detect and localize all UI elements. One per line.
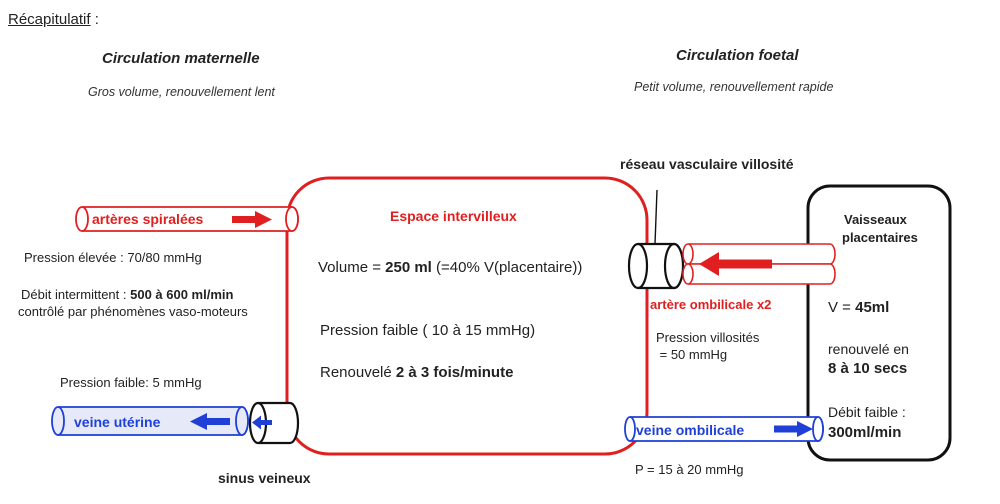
villous-network-label: réseau vasculaire villosité xyxy=(620,156,794,172)
villous-network-cylinder xyxy=(627,242,685,290)
spiral-arteries-pipe xyxy=(75,206,299,232)
vessels-flow-line1: Débit faible : xyxy=(828,404,906,420)
umbilical-artery-label: artère ombilicale x2 xyxy=(650,297,772,312)
umbilical-artery-pipe-bottom xyxy=(682,263,836,285)
venous-sinus-label: sinus veineux xyxy=(218,470,311,486)
vessels-renewal-line2: 8 à 10 secs xyxy=(828,360,908,377)
villi-pressure-line2: = 50 mmHg xyxy=(656,347,728,362)
vessels-renewal-line1: renouvelé en xyxy=(828,341,909,357)
intervillous-space-box xyxy=(285,176,649,456)
vessels-flow-line2: 300ml/min xyxy=(828,424,902,441)
umbilical-vein-arrow xyxy=(774,421,813,437)
umbilical-vein-pipe xyxy=(624,416,824,442)
umbilical-vein-pressure: P = 15 à 20 mmHg xyxy=(635,462,744,477)
umbilical-vein-label: veine ombilicale xyxy=(636,422,745,438)
spiral-arteries-arrow xyxy=(232,211,272,228)
maternal-heading: Circulation maternelle xyxy=(102,50,260,67)
maternal-pressure-high: Pression élevée : 70/80 mmHg xyxy=(24,250,202,265)
intervillous-volume: Volume = 250 ml (=40% V(placentaire)) xyxy=(318,259,583,276)
vessels-volume: V = 45ml xyxy=(828,299,890,316)
placental-vessels-box xyxy=(806,184,952,462)
villi-pressure-line1: Pression villosités xyxy=(656,330,760,345)
uterine-vein-label: veine utérine xyxy=(74,414,161,430)
vessels-title-line2: placentaires xyxy=(842,230,918,245)
intervillous-pressure: Pression faible ( 10 à 15 mmHg) xyxy=(320,322,536,339)
network-pointer-line xyxy=(654,189,658,245)
intervillous-heading: Espace intervilleux xyxy=(390,208,517,224)
fetal-subheading: Petit volume, renouvellement rapide xyxy=(634,80,834,94)
umbilical-artery-arrow xyxy=(699,252,772,276)
maternal-subheading: Gros volume, renouvellement lent xyxy=(88,85,275,99)
vessels-title-line1: Vaisseaux xyxy=(844,212,907,227)
uterine-vein-arrow xyxy=(190,413,230,430)
intervillous-renewal: Renouvelé 2 à 3 fois/minute xyxy=(320,364,514,381)
maternal-flow: Débit intermittent : 500 à 600 ml/min xyxy=(21,287,234,302)
uterine-vein-pipe xyxy=(51,406,249,436)
page-title: Récapitulatif : xyxy=(8,11,99,28)
maternal-pressure-low: Pression faible: 5 mmHg xyxy=(60,375,202,390)
fetal-heading: Circulation foetal xyxy=(676,47,799,64)
maternal-flow-control: contrôlé par phénomènes vaso-moteurs xyxy=(18,304,248,319)
venous-sinus-cylinder xyxy=(248,401,300,445)
spiral-arteries-label: artères spiralées xyxy=(92,211,204,227)
